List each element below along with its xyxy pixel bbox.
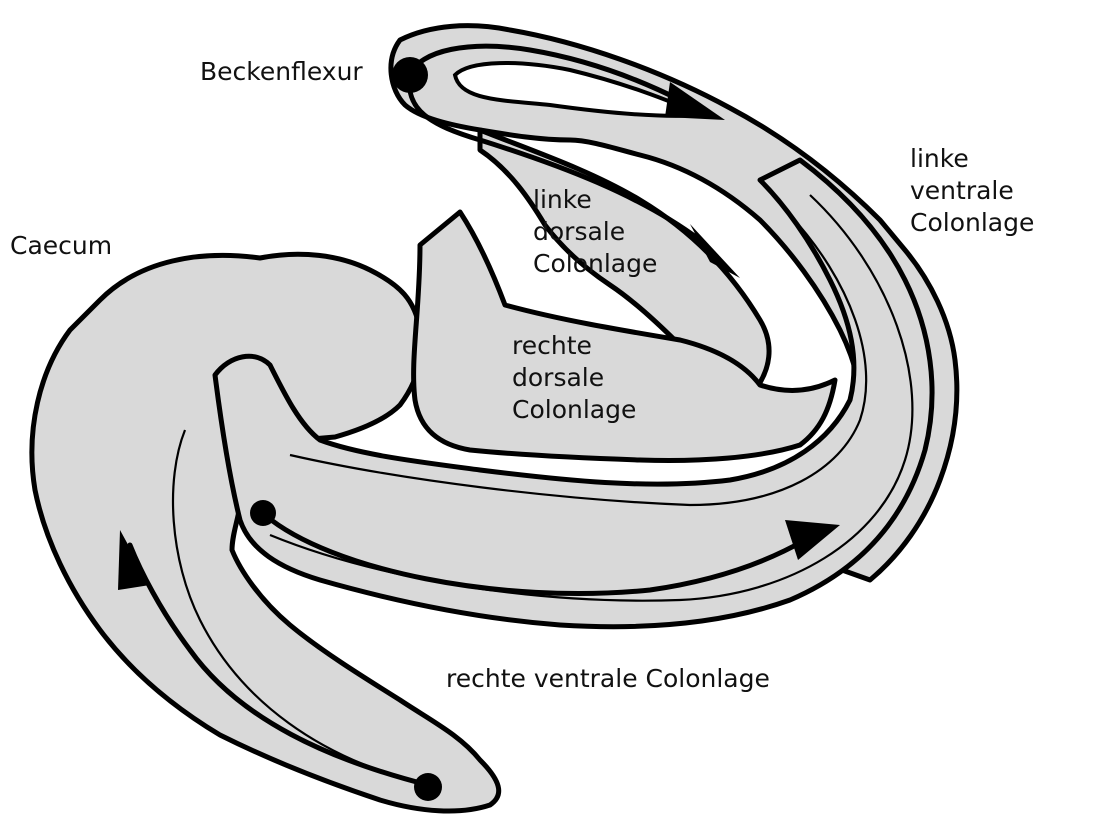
label-linke-dorsale: linke dorsale Colonlage bbox=[533, 184, 657, 280]
dot-ventral-start bbox=[250, 500, 276, 526]
label-rechte-dorsale: rechte dorsale Colonlage bbox=[512, 330, 636, 426]
label-rechte-ventrale: rechte ventrale Colonlage bbox=[446, 663, 770, 695]
dot-beckenflexur bbox=[392, 57, 428, 93]
label-beckenflexur: Beckenflexur bbox=[200, 56, 363, 88]
label-caecum: Caecum bbox=[10, 230, 112, 262]
dot-caecum-tip bbox=[414, 773, 442, 801]
label-linke-ventrale: linke ventrale Colonlage bbox=[910, 143, 1034, 239]
